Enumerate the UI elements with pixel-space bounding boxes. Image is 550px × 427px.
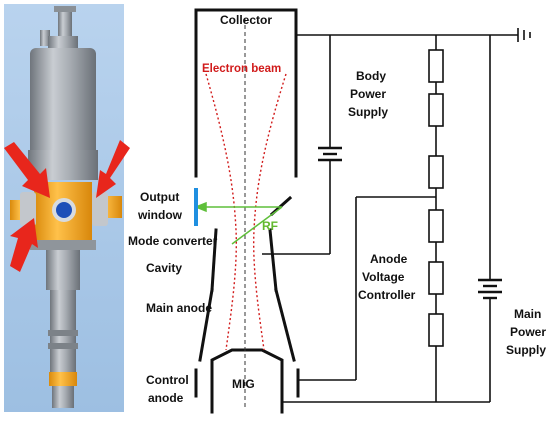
electron-beam-label: Electron beam (202, 63, 281, 75)
control-anode-label-1: Control (146, 373, 189, 387)
mode-converter-label: Mode converter (128, 234, 218, 248)
output-window-label-2: window (137, 208, 183, 222)
power-circuit (262, 28, 531, 403)
rf-label: RF (262, 219, 278, 233)
rf-path (193, 201, 283, 245)
tube-schematic (194, 8, 300, 414)
red-arrow-icon (10, 218, 38, 272)
mig-label: MIG (232, 377, 255, 391)
anode-voltage-controller-label-2: Voltage (362, 270, 405, 284)
main-anode-label: Main anode (146, 301, 212, 315)
output-window-label-1: Output (140, 190, 179, 204)
red-arrow-icon (4, 142, 50, 198)
red-arrow-icon (96, 140, 130, 198)
control-anode-label-2: anode (148, 391, 184, 405)
anode-voltage-controller-label-1: Anode (370, 252, 408, 266)
main-power-supply-label-3: Supply (506, 343, 546, 357)
main-power-supply-label-1: Main (514, 307, 541, 321)
body-power-supply-label-2: Power (350, 87, 386, 101)
window-center-icon (56, 202, 72, 218)
body-power-supply-label-3: Supply (348, 105, 388, 119)
electron-beam-path (205, 73, 287, 351)
cavity-label: Cavity (146, 261, 182, 275)
body-power-supply-label-1: Body (356, 69, 386, 83)
anode-voltage-controller-label-3: Controller (358, 288, 416, 302)
collector-label: Collector (220, 13, 272, 27)
gyrotron-photo (4, 4, 130, 412)
main-power-supply-label-2: Power (510, 325, 546, 339)
